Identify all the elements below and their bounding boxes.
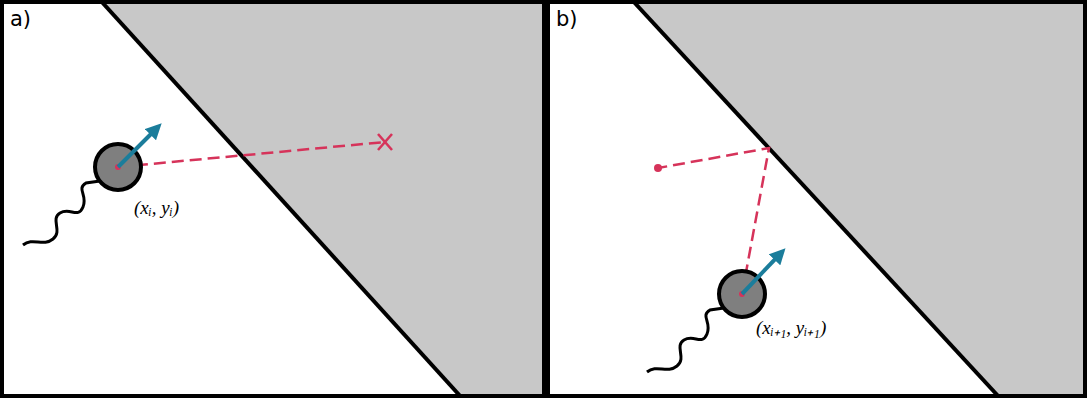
particle	[647, 254, 780, 372]
panel-letter: a)	[10, 8, 31, 31]
wall-boundary	[632, 0, 1000, 398]
particle	[23, 129, 156, 245]
figure-panel: a)	[0, 0, 546, 398]
panel-letter: b)	[556, 8, 578, 31]
wall-region	[632, 0, 1087, 398]
wall-region	[100, 0, 546, 398]
reflected-end	[654, 164, 662, 172]
position-label: (xᵢ, yᵢ)	[134, 198, 179, 219]
position-label: (xᵢ₊₁, yᵢ₊₁)	[756, 318, 826, 339]
figure-panel: b)	[546, 0, 1087, 398]
proposed-step	[118, 142, 385, 167]
rejected-mark	[378, 134, 392, 150]
wall-boundary	[100, 0, 462, 398]
